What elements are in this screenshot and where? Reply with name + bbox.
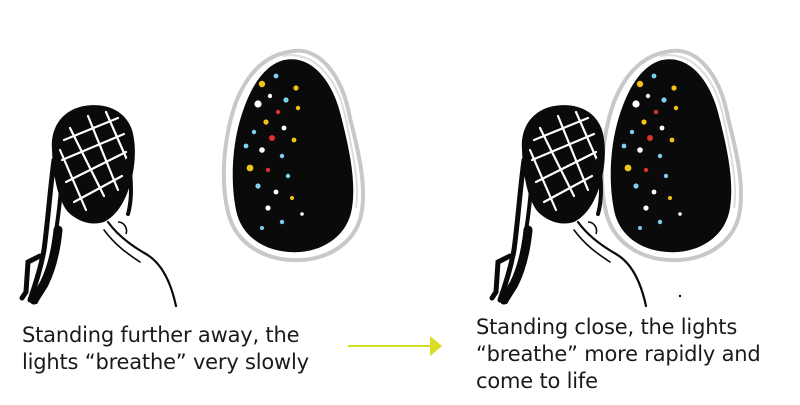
caption-close-line-2: “breathe” more rapidly and — [476, 342, 761, 366]
viewer-far-person-silhouette-icon — [22, 105, 176, 306]
caption-close-line-1: Standing close, the lights — [476, 315, 738, 339]
caption-close-line-3: come to life — [476, 369, 598, 393]
sculpture-close-light-sculpture-icon — [599, 48, 744, 263]
caption-close: Standing close, the lights “breathe” mor… — [476, 314, 776, 395]
sculpture-far-light-sculpture-icon — [221, 48, 366, 263]
transition-right-arrow-icon — [348, 336, 442, 356]
panel-close — [492, 48, 744, 306]
caption-far-line-2: lights “breathe” very slowly — [22, 350, 309, 374]
caption-far-line-1: Standing further away, the — [22, 323, 300, 347]
caption-far: Standing further away, the lights “breat… — [22, 322, 332, 376]
speck — [678, 294, 682, 298]
panel-far — [22, 48, 366, 306]
